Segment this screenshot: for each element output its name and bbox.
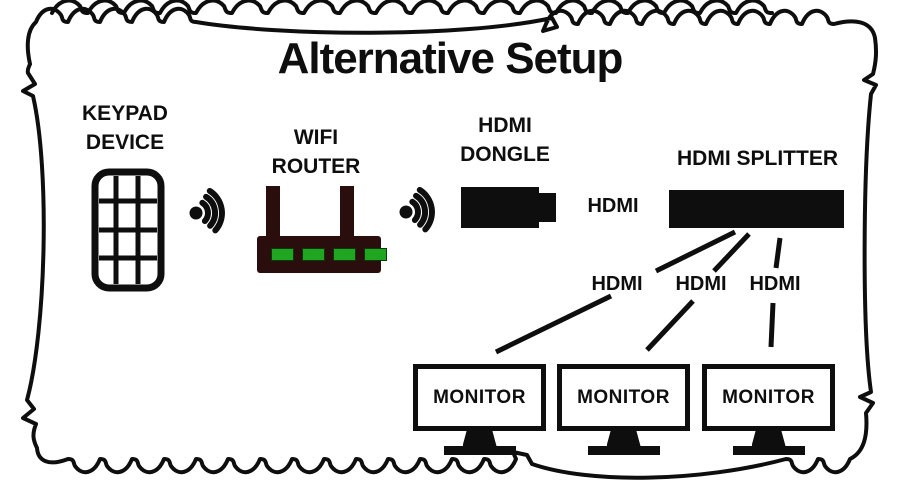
hdmi-cable-label: HDMI <box>749 273 801 295</box>
wifi-router-label-line1: WIFI <box>293 126 339 149</box>
router-led <box>333 248 356 261</box>
monitor-icon: MONITOR <box>702 364 835 455</box>
router-led-row <box>271 248 387 261</box>
monitor-base <box>732 446 805 455</box>
keypad-device-label-line1: KEYPAD <box>82 102 168 125</box>
hdmi-dongle-label-line2: DONGLE <box>460 143 550 166</box>
keypad-device-label: KEYPAD DEVICE <box>50 99 200 157</box>
router-led <box>302 248 325 261</box>
router-antenna <box>340 186 354 240</box>
monitor-base <box>587 446 660 455</box>
monitor-icon: MONITOR <box>413 364 546 455</box>
hdmi-splitter-label: HDMI SPLITTER <box>677 147 838 170</box>
dongle-connector <box>539 193 556 222</box>
hand-drawn-wavy-border <box>50 0 774 15</box>
monitor-icon: MONITOR <box>557 364 690 455</box>
router-led <box>271 248 294 261</box>
wifi-router-label: WIFI ROUTER <box>241 123 391 181</box>
page-title: Alternative Setup <box>277 34 624 83</box>
dongle-body <box>461 187 539 228</box>
wifi-router-label-line2: ROUTER <box>271 155 361 178</box>
monitor-stand <box>462 431 497 446</box>
monitor-label: MONITOR <box>557 364 690 431</box>
router-led <box>364 248 387 261</box>
keypad-device-label-line2: DEVICE <box>85 131 165 154</box>
hdmi-splitter-icon <box>669 190 844 228</box>
hdmi-cable-label: HDMI <box>675 273 727 295</box>
hdmi-connection-label: HDMI <box>587 195 639 217</box>
hdmi-dongle-label: HDMI DONGLE <box>430 111 580 169</box>
wireless-signal-icon <box>189 187 225 234</box>
monitor-stand <box>606 431 641 446</box>
hdmi-dongle-label-line1: HDMI <box>478 114 532 137</box>
hdmi-cable-label: HDMI <box>591 273 643 295</box>
monitor-base <box>443 446 516 455</box>
router-antenna <box>266 186 280 240</box>
monitor-label: MONITOR <box>702 364 835 431</box>
wireless-signal-icon <box>399 186 435 233</box>
monitor-stand <box>751 431 786 446</box>
keypad-grid-icon <box>91 168 165 292</box>
monitor-label: MONITOR <box>413 364 546 431</box>
